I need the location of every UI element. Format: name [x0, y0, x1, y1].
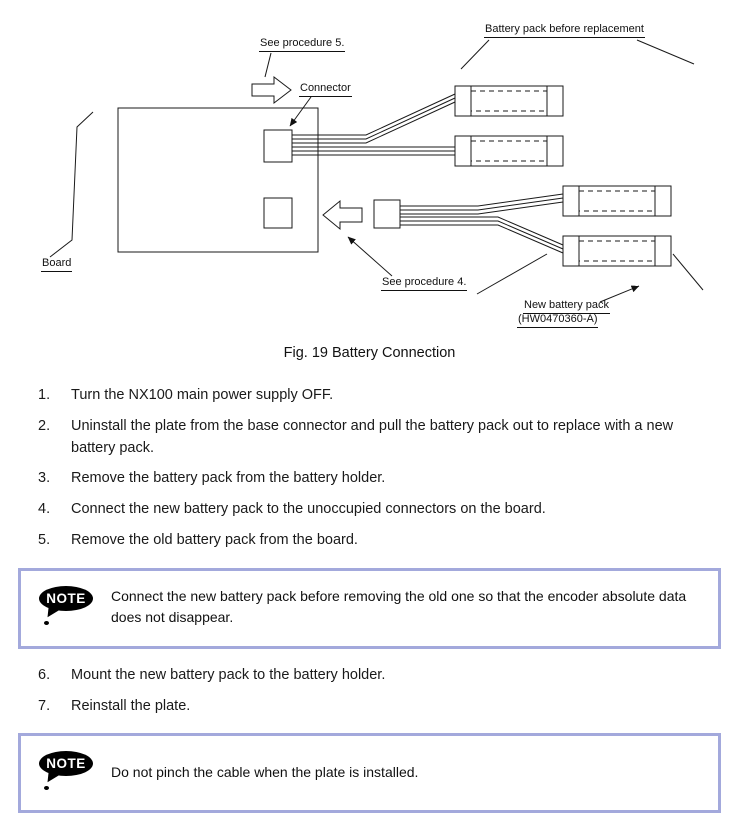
list-item: 3. Remove the battery pack from the batt… [38, 468, 739, 490]
procedure-list-2: 6. Mount the new battery pack to the bat… [38, 665, 739, 718]
label-connector: Connector [299, 82, 352, 97]
note-bubble-label: NOTE [39, 751, 93, 777]
cable-bundle-old-pack-1 [292, 93, 456, 144]
note-icon: NOTE [39, 586, 97, 628]
new-pack-bracket-right [672, 253, 704, 291]
battery-pack-old-1 [454, 85, 564, 117]
step-text: Reinstall the plate. [71, 697, 191, 714]
step-text: Remove the old battery pack from the boa… [71, 531, 358, 548]
list-item: 2. Uninstall the plate from the base con… [38, 416, 739, 460]
old-pack-bracket-left [460, 39, 490, 70]
battery-pack-old-2 [454, 135, 564, 167]
step-number: 1. [38, 387, 51, 403]
step-number: 2. [38, 417, 51, 434]
new-pack-bracket-left [476, 253, 548, 295]
hollow-left-arrow [322, 199, 363, 231]
procedure5-leader-line [264, 52, 272, 78]
label-battery-pack-before-replacement: Battery pack before replacement [484, 23, 645, 38]
step-number: 4. [38, 501, 51, 517]
battery-pack-new-1 [562, 185, 672, 217]
step-text: Mount the new battery pack to the batter… [71, 666, 386, 683]
note-icon: NOTE [39, 751, 97, 793]
procedure4-leader-line [347, 236, 393, 277]
step-text: Uninstall the plate from the base connec… [71, 417, 674, 456]
label-part-number: (HW0470360-A) [517, 313, 599, 328]
diagram-linework [49, 39, 704, 303]
list-item: 5. Remove the old battery pack from the … [38, 530, 739, 552]
step-text: Turn the NX100 main power supply OFF. [71, 387, 334, 403]
step-number: 7. [38, 697, 51, 714]
list-item: 6. Mount the new battery pack to the bat… [38, 665, 739, 687]
label-see-procedure-5: See procedure 5. [259, 37, 346, 52]
cable-bundle-old-pack-2 [292, 146, 455, 156]
board-connector-upper [263, 129, 293, 163]
battery-pack-new-2 [562, 235, 672, 267]
note-box-2: NOTE Do not pinch the cable when the pla… [18, 733, 721, 813]
note-bubble-label: NOTE [39, 586, 93, 612]
step-text: Connect the new battery pack to the unoc… [71, 501, 546, 517]
note-box-1: NOTE Connect the new battery pack before… [18, 567, 721, 649]
label-new-battery-pack: New battery pack [523, 299, 610, 314]
step-number: 6. [38, 666, 51, 683]
step-text: Remove the battery pack from the battery… [71, 470, 386, 487]
note-bubble-dot [44, 621, 49, 626]
new-pack-connector [373, 199, 401, 229]
cable-bundle-new-pack-1 [400, 193, 564, 215]
note-bubble-tail [47, 607, 62, 619]
new-pack-leader-line [599, 285, 640, 303]
list-item: 1. Turn the NX100 main power supply OFF. [38, 385, 739, 407]
procedure-list-1: 1. Turn the NX100 main power supply OFF.… [38, 385, 739, 552]
figure-caption: Fig. 19 Battery Connection [283, 345, 456, 361]
list-item: 7. Reinstall the plate. [38, 696, 739, 718]
step-number: 3. [38, 470, 51, 487]
note-text: Connect the new battery pack before remo… [111, 587, 687, 626]
old-pack-bracket-right [636, 39, 695, 65]
board-connector-lower [263, 197, 293, 229]
note-text: Do not pinch the cable when the plate is… [111, 763, 419, 780]
battery-connection-figure: See procedure 5. Battery pack before rep… [0, 0, 739, 335]
step-number: 5. [38, 531, 51, 548]
connector-leader-line [289, 96, 312, 127]
board-rect [117, 107, 319, 253]
label-board: Board [41, 257, 73, 272]
label-see-procedure-4: See procedure 4. [381, 276, 468, 291]
list-item: 4. Connect the new battery pack to the u… [38, 499, 739, 521]
cable-bundle-new-pack-2 [400, 216, 564, 254]
hollow-right-arrow [251, 75, 292, 105]
note-bubble-tail [47, 772, 62, 785]
board-bracket-line [49, 111, 94, 258]
